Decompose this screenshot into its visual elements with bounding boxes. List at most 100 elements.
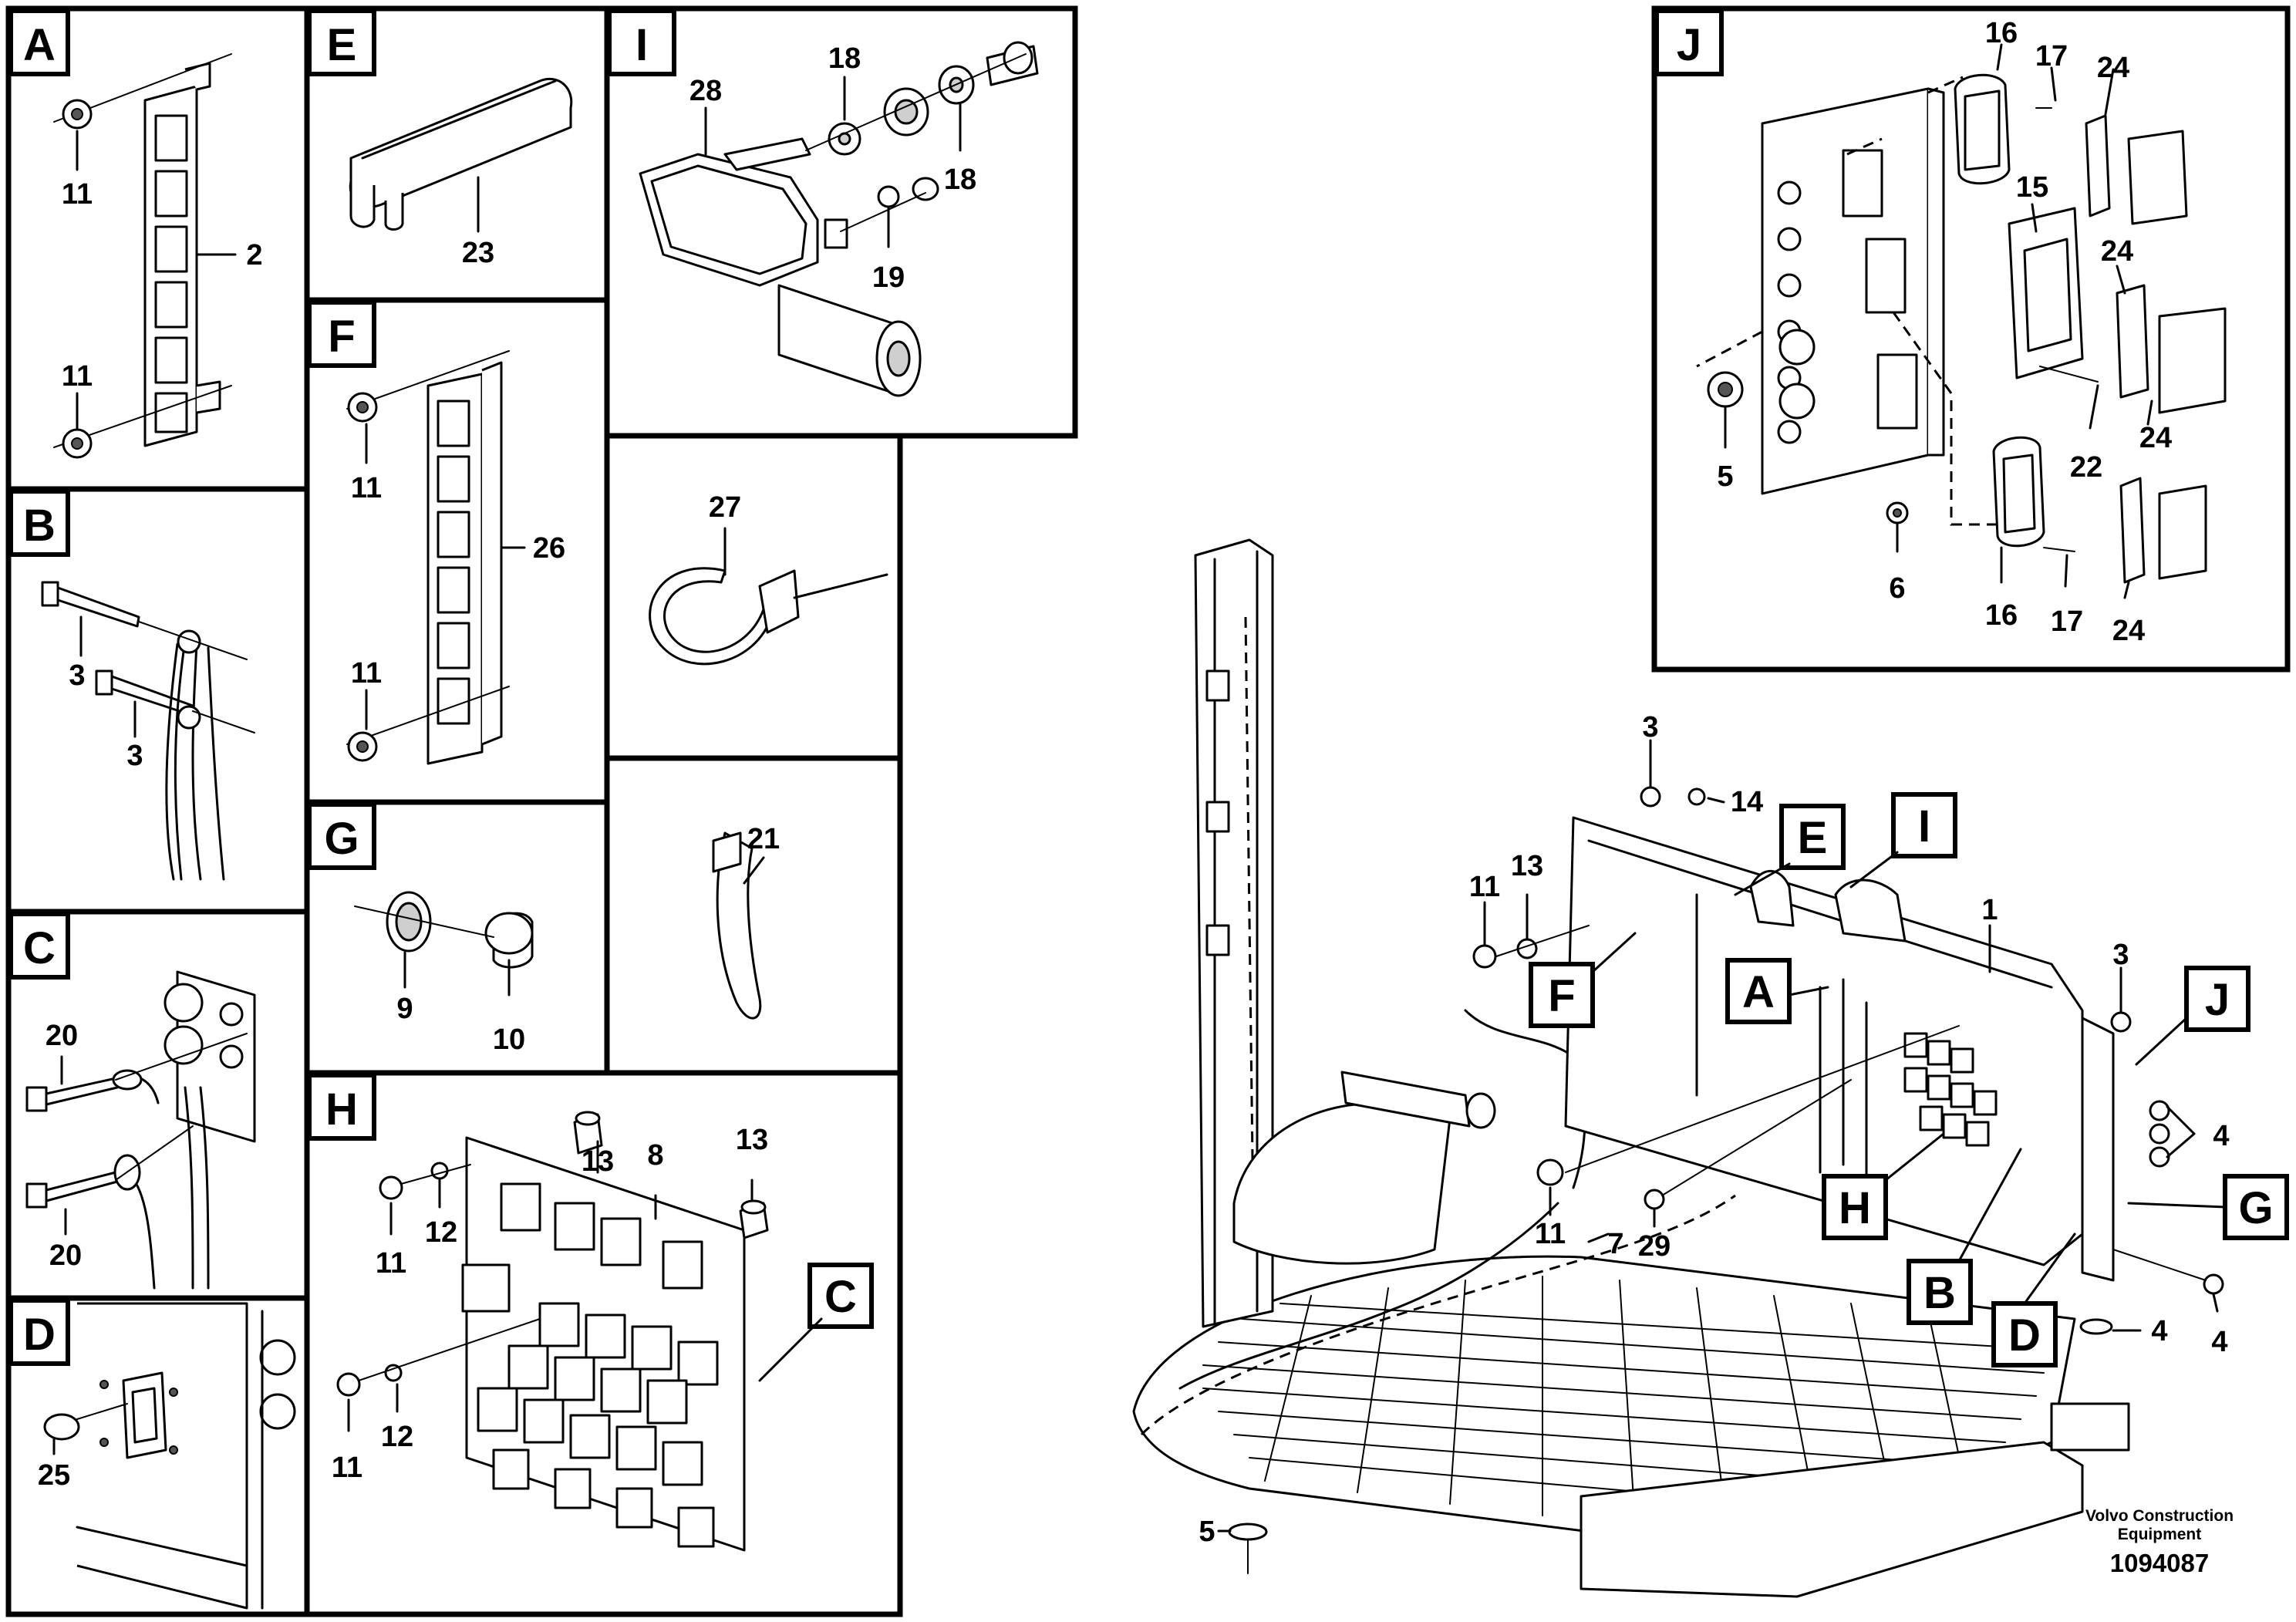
panel-a: A 11 2 11 xyxy=(8,8,263,459)
svg-text:G: G xyxy=(2238,1183,2273,1233)
callout: 12 xyxy=(425,1216,457,1249)
detail-marker-d: D xyxy=(1991,1233,2076,1367)
svg-text:D: D xyxy=(2008,1310,2041,1361)
nut-icon xyxy=(347,731,378,762)
callout: 14 xyxy=(1731,786,1763,818)
panel-cable-tie-27: 27 xyxy=(649,491,888,666)
connector-icon xyxy=(2085,114,2227,584)
callout: 16 xyxy=(1985,599,2018,632)
callout: 15 xyxy=(2016,171,2048,204)
panel-j-letter: J xyxy=(1677,20,1701,70)
nut-icon xyxy=(336,1364,403,1397)
callout: 24 xyxy=(2101,235,2133,268)
callout: 8 xyxy=(647,1139,663,1172)
callout: 13 xyxy=(582,1145,614,1178)
detail-marker-e: E xyxy=(1734,804,1846,896)
callout: 11 xyxy=(1469,871,1500,903)
panel-h: H xyxy=(307,1073,769,1552)
panel-i: I 18 28 18 19 xyxy=(607,8,1039,397)
callout: 10 xyxy=(493,1023,525,1056)
panel-d: D 25 xyxy=(8,1298,296,1610)
detail-marker-a: A xyxy=(1725,958,1829,1024)
detail-marker-b: B xyxy=(1907,1148,2022,1325)
callout: 5 xyxy=(1717,460,1733,493)
panel-b: B 3 3 xyxy=(8,489,255,881)
callout: 12 xyxy=(381,1421,413,1453)
svg-text:F: F xyxy=(1548,971,1575,1021)
callout: 27 xyxy=(709,491,741,524)
svg-text:I: I xyxy=(1918,801,1930,851)
callout: 17 xyxy=(2051,605,2083,638)
callout: 3 xyxy=(1642,711,1658,744)
panel-h-letter: H xyxy=(325,1084,358,1135)
bolt-icon xyxy=(1228,786,2224,1541)
bracket-part xyxy=(143,62,221,447)
panel-d-letter: D xyxy=(23,1310,56,1360)
callout: 20 xyxy=(46,1020,78,1052)
callout: 24 xyxy=(2097,52,2129,84)
callout: 24 xyxy=(2112,615,2145,647)
svg-text:H: H xyxy=(1839,1183,1871,1233)
panel-g-letter: G xyxy=(324,814,359,864)
relay-icon xyxy=(461,1182,719,1548)
callout: 18 xyxy=(828,42,861,75)
panel-j: J xyxy=(1654,8,2227,647)
svg-text:B: B xyxy=(1923,1268,1956,1318)
callout: 28 xyxy=(689,75,722,107)
callout: 16 xyxy=(1985,17,2018,49)
callout: 11 xyxy=(1535,1218,1566,1250)
svg-text:J: J xyxy=(2205,975,2230,1025)
panel-c-letter: C xyxy=(23,923,56,973)
nut-icon xyxy=(62,428,93,459)
svg-text:C: C xyxy=(824,1272,857,1322)
callout: 29 xyxy=(1638,1230,1671,1263)
callout: 22 xyxy=(2070,451,2102,484)
detail-marker-f: F xyxy=(1529,932,1637,1028)
panel-f-letter: F xyxy=(328,312,355,362)
callout: 20 xyxy=(49,1239,82,1272)
svg-text:E: E xyxy=(1798,813,1828,863)
callout: 5 xyxy=(1199,1516,1215,1548)
callout: 11 xyxy=(62,178,93,211)
callout: 3 xyxy=(2112,939,2129,971)
callout: 2 xyxy=(246,239,262,271)
panel-b-letter: B xyxy=(23,501,56,551)
bolt-icon xyxy=(25,1077,119,1209)
knob-icon xyxy=(386,891,534,969)
callout: 25 xyxy=(38,1459,70,1492)
callout: 13 xyxy=(736,1124,768,1156)
callout: 21 xyxy=(747,823,780,855)
edge-trim-part xyxy=(349,78,573,231)
connector-icon xyxy=(1842,149,1918,430)
callout: 6 xyxy=(1889,572,1905,605)
main-assembly-view: 3 14 11 13 1 3 4 4 4 11 29 7 5 E I F A xyxy=(758,538,2289,1598)
callout: 18 xyxy=(944,164,976,196)
relay-icon xyxy=(1903,1032,1998,1147)
panel-e-letter: E xyxy=(327,20,357,70)
detail-marker-i: I xyxy=(1849,792,1957,889)
nut-icon xyxy=(62,99,93,130)
panel-frames xyxy=(5,5,2291,1617)
callout: 11 xyxy=(62,360,93,393)
callout: 4 xyxy=(2213,1120,2229,1152)
callout: 11 xyxy=(351,657,382,690)
detail-marker-c: C xyxy=(758,1263,874,1382)
motor-icon xyxy=(639,137,922,397)
panel-a-letter: A xyxy=(23,20,56,70)
company-name-line2: Equipment xyxy=(2118,1526,2202,1543)
panel-i-letter: I xyxy=(636,20,648,70)
panel-cable-tie-21: 21 xyxy=(712,823,780,1020)
callout: 23 xyxy=(462,237,494,269)
detail-marker-g: G xyxy=(2127,1174,2289,1240)
callout: 13 xyxy=(1511,850,1543,882)
cable-tie-icon xyxy=(649,567,888,666)
footer: Volvo Construction Equipment 1094087 xyxy=(2085,1507,2234,1577)
callout: 9 xyxy=(396,993,413,1025)
callout: 19 xyxy=(872,261,905,294)
panel-f: F 11 26 11 xyxy=(307,300,565,765)
callout: 7 xyxy=(1607,1228,1623,1260)
detail-marker-j: J xyxy=(2135,966,2250,1066)
company-name-line1: Volvo Construction xyxy=(2085,1507,2234,1525)
panel-e: E 23 xyxy=(307,8,573,269)
callout: 4 xyxy=(2211,1326,2227,1358)
